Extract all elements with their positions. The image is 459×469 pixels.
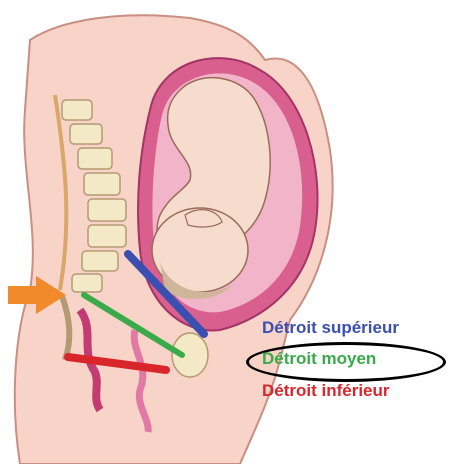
vertebra <box>78 148 112 169</box>
vertebra <box>84 173 120 195</box>
legend-detroit-superieur: Détroit supérieur <box>262 318 399 338</box>
vertebra <box>88 199 126 221</box>
vertebra <box>62 100 92 120</box>
vertebra <box>88 225 126 247</box>
vertebra <box>82 251 118 271</box>
vertebra <box>70 124 102 144</box>
legend-detroit-moyen: Détroit moyen <box>262 349 376 369</box>
legend-detroit-inferieur: Détroit inférieur <box>262 381 390 401</box>
vertebra <box>72 274 102 292</box>
